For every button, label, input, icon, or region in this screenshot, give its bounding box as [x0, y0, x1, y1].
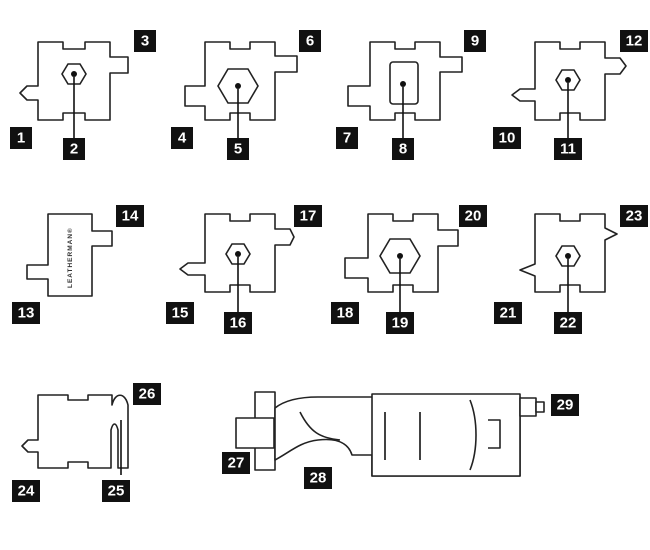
label-28: 28: [304, 467, 332, 489]
svg-text:3: 3: [141, 33, 149, 50]
bit-7-8-9: [347, 41, 463, 138]
label-23: 23: [620, 205, 648, 227]
label-29: 29: [551, 394, 579, 416]
svg-text:4: 4: [178, 130, 187, 147]
label-16: 16: [224, 312, 252, 334]
label-4: 4: [171, 127, 193, 149]
bit-27-28-29: [235, 391, 545, 477]
label-26: 26: [133, 383, 161, 405]
label-27: 27: [222, 452, 250, 474]
svg-text:19: 19: [392, 315, 409, 332]
label-2: 2: [63, 138, 85, 160]
label-25: 25: [102, 480, 130, 502]
bit-18-19-20: [344, 213, 459, 312]
svg-text:8: 8: [399, 141, 407, 158]
bit-4-5-6: [184, 41, 298, 138]
label-22: 22: [554, 312, 582, 334]
bit-13-14: LEATHERMAN®: [26, 213, 113, 297]
svg-text:5: 5: [234, 141, 242, 158]
bit-10-11-12: [511, 41, 627, 138]
label-9: 9: [464, 30, 486, 52]
svg-text:13: 13: [18, 305, 35, 322]
label-11: 11: [554, 138, 582, 160]
label-10: 10: [493, 127, 521, 149]
svg-text:28: 28: [310, 470, 327, 487]
svg-text:10: 10: [499, 130, 516, 147]
svg-text:17: 17: [300, 208, 317, 225]
svg-text:1: 1: [17, 130, 25, 147]
svg-text:15: 15: [172, 305, 189, 322]
svg-text:14: 14: [122, 208, 139, 225]
svg-text:2: 2: [70, 141, 78, 158]
bit-24-25-26: [21, 394, 129, 475]
svg-text:21: 21: [500, 305, 517, 322]
bit-15-16-17: [179, 213, 295, 312]
label-24: 24: [12, 480, 40, 502]
svg-text:22: 22: [560, 315, 577, 332]
label-12: 12: [620, 30, 648, 52]
label-1: 1: [10, 127, 32, 149]
bit-21-22-23: [519, 213, 618, 312]
svg-text:12: 12: [626, 33, 643, 50]
bit-1-2-3: [19, 41, 129, 138]
svg-text:27: 27: [228, 455, 245, 472]
label-14: 14: [116, 205, 144, 227]
label-13: 13: [12, 302, 40, 324]
label-17: 17: [294, 205, 322, 227]
svg-text:26: 26: [139, 386, 156, 403]
label-7: 7: [336, 127, 358, 149]
label-6: 6: [299, 30, 321, 52]
svg-text:20: 20: [465, 208, 482, 225]
svg-text:18: 18: [337, 305, 354, 322]
label-20: 20: [459, 205, 487, 227]
svg-text:24: 24: [18, 483, 35, 500]
svg-text:7: 7: [343, 130, 351, 147]
svg-text:25: 25: [108, 483, 125, 500]
label-15: 15: [166, 302, 194, 324]
label-3: 3: [134, 30, 156, 52]
label-18: 18: [331, 302, 359, 324]
svg-text:23: 23: [626, 208, 643, 225]
label-8: 8: [392, 138, 414, 160]
label-5: 5: [227, 138, 249, 160]
svg-text:16: 16: [230, 315, 247, 332]
svg-text:6: 6: [306, 33, 314, 50]
label-19: 19: [386, 312, 414, 334]
leatherman-brand: LEATHERMAN®: [66, 227, 74, 288]
svg-text:11: 11: [560, 141, 576, 158]
label-21: 21: [494, 302, 522, 324]
svg-text:29: 29: [557, 397, 574, 414]
svg-text:9: 9: [471, 33, 479, 50]
